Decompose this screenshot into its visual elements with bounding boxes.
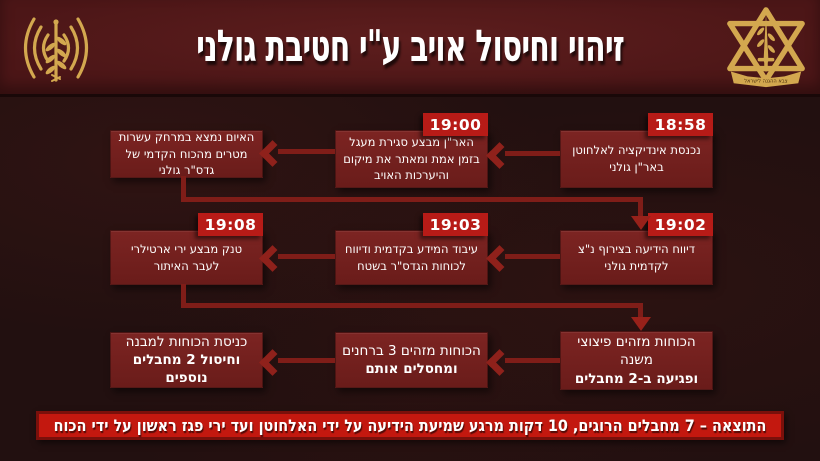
- flow-line: [278, 358, 335, 363]
- timestamp-badge: 19:08: [198, 213, 263, 236]
- timeline-step-1908: 19:08 טנק מבצע ירי ארטילרי לעבר האיתור: [110, 213, 263, 285]
- step-text: האר"ן מבצע סגירת מעגל בזמן אמת ומאתר את …: [343, 135, 480, 183]
- timeline-step-1858: 18:58 נכנסת אינדיקציה לאלחוטן באר"ן גולנ…: [560, 113, 713, 188]
- timestamp-badge: 19:02: [648, 213, 713, 236]
- arrow-down-icon: [631, 216, 651, 230]
- flow-line: [278, 254, 335, 259]
- timeline-step-1902: 19:02 דיווח הידיעה בצירוף נ"צ לקדמית גול…: [560, 213, 713, 285]
- step-text: טנק מבצע ירי ארטילרי לעבר האיתור: [130, 241, 243, 273]
- arrow-left-icon: [486, 142, 513, 169]
- arrow-left-icon: [259, 349, 286, 376]
- signal-corps-radio-icon: [16, 8, 96, 92]
- timeline-step-secondary-explosions: הכוחות מזהים פיצוצי משנה ופגיעה ב-2 מחבל…: [560, 331, 713, 390]
- emblem-banner-text: צבא ההגנה לישראל: [744, 79, 787, 85]
- flow-line: [638, 308, 643, 319]
- flow-line: [505, 151, 560, 156]
- arrow-left-icon: [259, 140, 286, 167]
- result-summary-bar: התוצאה – 7 מחבלים הרוגים, 10 דקות מרגע ש…: [36, 411, 784, 440]
- step-text: נכנסת אינדיקציה לאלחוטן באר"ן גולני: [572, 143, 701, 174]
- page-title: זיהוי וחיסול אויב ע"י חטיבת גולני: [196, 21, 625, 73]
- timeline-step-threat-located: האיום נמצא במרחק עשרות מטרים מהכוח הקדמי…: [110, 130, 263, 178]
- timestamp-badge: 19:03: [423, 213, 488, 236]
- timeline-step-1903: 19:03 עיבוד המידע בקדמית ודיווח לכוחות ה…: [335, 213, 488, 285]
- arrow-down-icon: [631, 317, 651, 331]
- arrow-left-icon: [486, 245, 513, 272]
- result-summary-text: התוצאה – 7 מחבלים הרוגים, 10 דקות מרגע ש…: [53, 416, 767, 435]
- flow-line: [505, 254, 560, 259]
- flow-line: [181, 284, 186, 308]
- header-bar: זיהוי וחיסול אויב ע"י חטיבת גולני צ: [0, 0, 820, 97]
- timeline-step-runners-eliminated: הכוחות מזהים 3 ברחנים ומחסלים אותם: [335, 332, 488, 388]
- flow-line: [181, 303, 643, 308]
- timestamp-badge: 18:58: [648, 113, 713, 136]
- step-text: הכוחות מזהים פיצוצי משנה: [577, 334, 696, 369]
- step-text-bold: ומחסלים אותם: [365, 361, 458, 377]
- idf-emblem-icon: צבא ההגנה לישראל: [722, 5, 810, 99]
- step-text: עיבוד המידע בקדמית ודיווח לכוחות הגדס"ר …: [345, 241, 478, 273]
- arrow-left-icon: [486, 349, 513, 376]
- flow-line: [505, 358, 560, 363]
- step-text-bold: ופגיעה ב-2 מחבלים: [574, 370, 699, 387]
- step-text: הכוחות מזהים 3 ברחנים: [342, 342, 481, 359]
- step-text: דיווח הידיעה בצירוף נ"צ לקדמית גולני: [578, 241, 695, 273]
- flow-line: [181, 197, 643, 202]
- flow-line: [181, 176, 186, 202]
- arrow-left-icon: [259, 245, 286, 272]
- flow-line: [278, 149, 335, 154]
- step-text: כניסת הכוחות למבנה: [125, 333, 248, 350]
- flow-line: [638, 202, 643, 216]
- timeline-step-building-entry: כניסת הכוחות למבנה וחיסול 2 מחבלים נוספי…: [110, 332, 263, 388]
- timeline-step-1900: 19:00 האר"ן מבצע סגירת מעגל בזמן אמת ומא…: [335, 113, 488, 188]
- step-text: האיום נמצא במרחק עשרות מטרים מהכוח הקדמי…: [118, 130, 255, 178]
- timestamp-badge: 19:00: [423, 113, 488, 136]
- step-text-bold: וחיסול 2 מחבלים נוספים: [132, 351, 241, 387]
